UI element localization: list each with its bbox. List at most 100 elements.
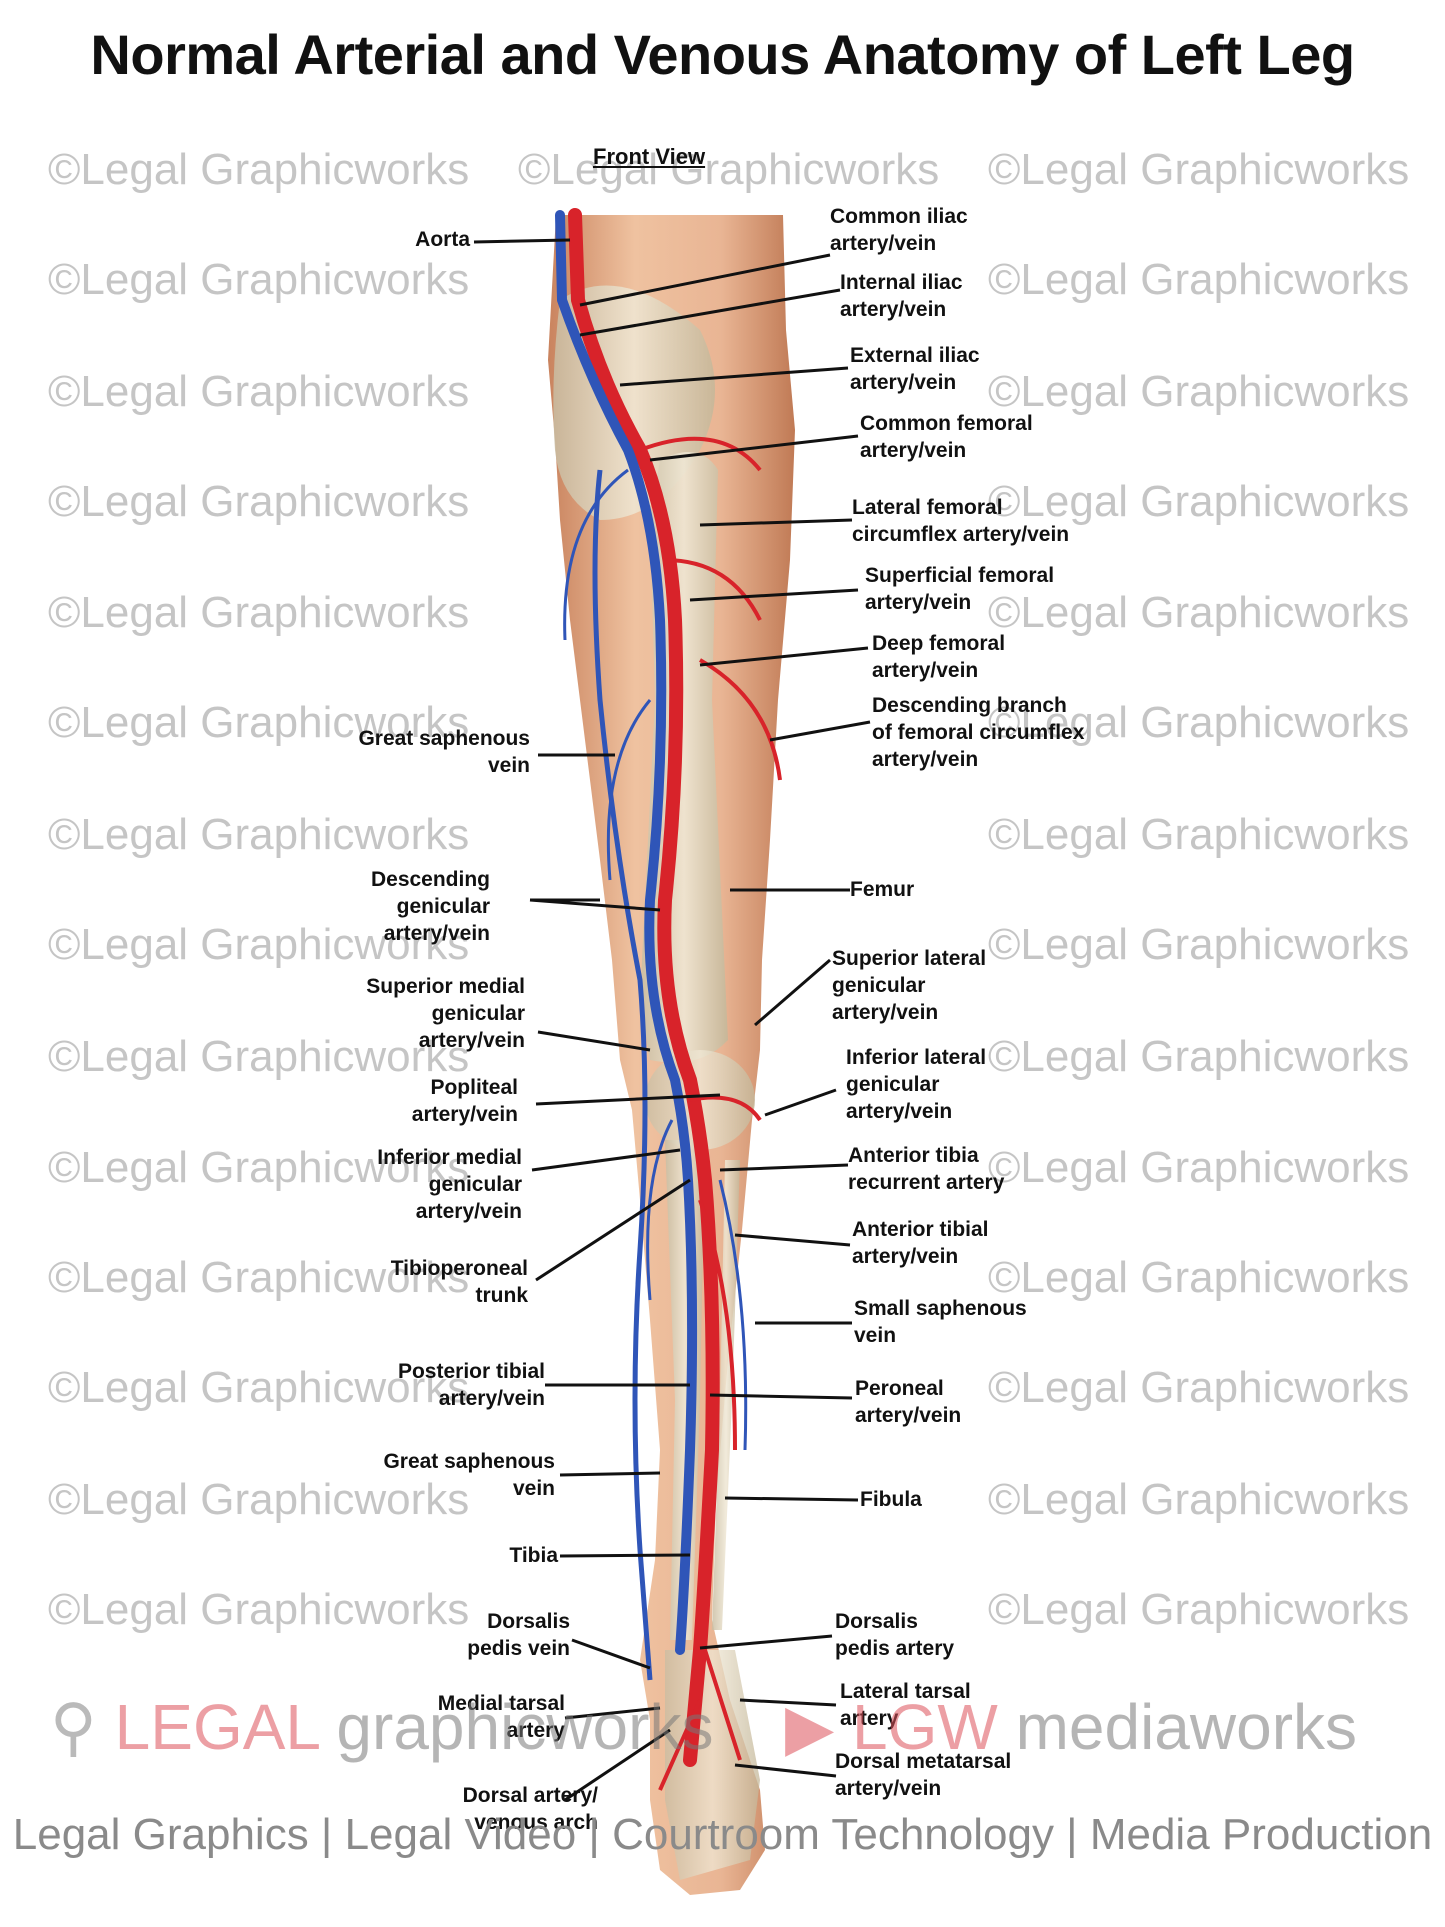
- label-line: Common femoral: [860, 412, 1033, 435]
- label-tibia: Tibia: [509, 1544, 558, 1567]
- label-line: of femoral circumflex: [872, 721, 1085, 744]
- watermark: ©Legal Graphicworks: [48, 588, 470, 637]
- label-line: Deep femoral: [872, 632, 1006, 655]
- brand-tagline: Legal Graphics | Legal Video | Courtroom…: [12, 1810, 1433, 1859]
- label-deep-femoral: Deep femoral artery/vein: [872, 630, 1005, 684]
- label-line: Lateral femoral: [852, 496, 1003, 519]
- watermark: ©Legal Graphicworks: [48, 1475, 470, 1524]
- watermark: ©Legal Graphicworks: [48, 145, 470, 194]
- label-inferior-medial-genicular: Inferior medial genicular artery/vein: [300, 1144, 522, 1225]
- label-line: artery/vein: [872, 659, 979, 682]
- label-small-saphenous: Small saphenous vein: [854, 1295, 1027, 1349]
- label-line: trunk: [475, 1284, 529, 1307]
- label-line: artery/vein: [415, 1200, 522, 1223]
- watermark: ©Legal Graphicworks: [48, 255, 470, 304]
- label-line: artery/vein: [418, 1029, 525, 1052]
- watermark: ©Legal Graphicworks: [988, 588, 1410, 637]
- great-saphenous-vein: [592, 469, 653, 1681]
- label-line: artery/vein: [383, 922, 490, 945]
- label-line: Medial tarsal: [437, 1692, 565, 1715]
- label-lateral-tarsal: Lateral tarsal artery: [840, 1678, 971, 1732]
- watermark: ©Legal Graphicworks: [988, 920, 1410, 969]
- label-inferior-lateral-genicular: Inferior lateral genicular artery/vein: [846, 1044, 986, 1125]
- watermark: ©Legal Graphicworks: [48, 477, 470, 526]
- main-artery: [568, 208, 720, 1767]
- leader-lines: [473, 238, 871, 1802]
- view-subtitle: Front View: [593, 144, 706, 169]
- label-common-femoral: Common femoral artery/vein: [860, 410, 1033, 464]
- label-line: Internal iliac: [840, 271, 963, 294]
- label-line: Dorsal artery/: [462, 1784, 598, 1807]
- play-icon: ▶: [785, 1691, 835, 1763]
- label-line: Tibioperoneal: [390, 1257, 528, 1280]
- label-line: Small saphenous: [854, 1297, 1027, 1320]
- label-line: artery/vein: [840, 298, 947, 321]
- label-line: artery/vein: [855, 1404, 962, 1427]
- label-dorsal-venous-arch: Dorsal artery/ venous arch: [400, 1782, 598, 1836]
- label-line: circumflex artery/vein: [852, 523, 1070, 546]
- watermark: ©Legal Graphicworks: [988, 145, 1410, 194]
- watermark: ©Legal Graphicworks: [48, 698, 470, 747]
- brand-left-b: graphicworks: [336, 1691, 714, 1763]
- label-common-iliac: Common iliac artery/vein: [830, 203, 968, 257]
- watermark: ©Legal Graphicworks: [988, 698, 1410, 747]
- label-line: Peroneal: [855, 1377, 944, 1400]
- label-line: External iliac: [850, 344, 980, 367]
- brand-right-a: LGW: [852, 1691, 998, 1763]
- label-line: Dorsalis: [487, 1610, 570, 1633]
- label-line: genicular: [396, 895, 490, 918]
- watermark: ©Legal Graphicworks: [48, 920, 470, 969]
- label-line: artery/vein: [835, 1777, 942, 1800]
- brand-left: ⚲ LEGAL graphicworks: [50, 1690, 713, 1765]
- label-great-saphenous-upper: Great saphenous vein: [300, 725, 530, 779]
- label-line: genicular: [832, 974, 926, 997]
- label-anterior-tibial: Anterior tibial artery/vein: [852, 1216, 989, 1270]
- watermark: ©Legal Graphicworks: [988, 367, 1410, 416]
- watermark: ©Legal Graphicworks: [988, 1585, 1410, 1634]
- label-anterior-tibia-recurrent: Anterior tibia recurrent artery: [848, 1142, 1004, 1196]
- label-line: Descending: [370, 868, 490, 891]
- watermark: ©Legal Graphicworks: [988, 1032, 1410, 1081]
- brand-left-a: LEGAL: [114, 1691, 319, 1763]
- label-lateral-femoral-circumflex: Lateral femoral circumflex artery/vein: [852, 494, 1069, 548]
- label-line: Anterior tibia: [848, 1144, 979, 1167]
- label-posterior-tibial: Posterior tibial artery/vein: [330, 1358, 545, 1412]
- label-line: pedis vein: [467, 1637, 570, 1660]
- label-line: Great saphenous: [383, 1450, 555, 1473]
- brand-right: ▶ LGW mediaworks: [785, 1690, 1357, 1765]
- watermark: ©Legal Graphicworks: [988, 1143, 1410, 1192]
- label-superior-lateral-genicular: Superior lateral genicular artery/vein: [832, 945, 986, 1026]
- label-line: genicular: [431, 1002, 525, 1025]
- page-title: Normal Arterial and Venous Anatomy of Le…: [90, 23, 1355, 86]
- watermark: ©Legal Graphicworks: [48, 1032, 470, 1081]
- label-tibioperoneal-trunk: Tibioperoneal trunk: [330, 1255, 528, 1309]
- label-dorsalis-pedis-vein: Dorsalis pedis vein: [400, 1608, 570, 1662]
- brand-right-b: mediaworks: [1015, 1691, 1357, 1763]
- label-line: recurrent artery: [848, 1171, 1005, 1194]
- label-line: Great saphenous: [358, 727, 530, 750]
- label-peroneal: Peroneal artery/vein: [855, 1375, 961, 1429]
- main-vein: [555, 210, 698, 1655]
- label-line: Superior lateral: [832, 947, 987, 970]
- watermark: ©Legal Graphicworks: [988, 255, 1410, 304]
- label-line: artery/vein: [852, 1245, 959, 1268]
- label-popliteal: Popliteal artery/vein: [360, 1074, 518, 1128]
- label-line: Descending branch: [872, 694, 1067, 717]
- label-line: Popliteal: [430, 1076, 518, 1099]
- watermark: ©Legal Graphicworks: [988, 1363, 1410, 1412]
- label-medial-tarsal: Medial tarsal artery: [380, 1690, 565, 1744]
- label-line: vein: [854, 1324, 897, 1347]
- label-great-saphenous-lower: Great saphenous vein: [330, 1448, 555, 1502]
- label-fibula: Fibula: [860, 1488, 922, 1511]
- label-external-iliac: External iliac artery/vein: [850, 342, 980, 396]
- watermark: ©Legal Graphicworks: [48, 367, 470, 416]
- watermark: ©Legal Graphicworks: [988, 1253, 1410, 1302]
- label-line: genicular: [428, 1173, 522, 1196]
- vein-branches: [563, 468, 748, 1451]
- label-line: artery/vein: [846, 1100, 953, 1123]
- label-descending-genicular: Descending genicular artery/vein: [300, 866, 490, 947]
- watermark: ©Legal Graphicworks: [48, 1143, 470, 1192]
- label-line: artery: [506, 1719, 565, 1742]
- label-line: artery/vein: [411, 1103, 518, 1126]
